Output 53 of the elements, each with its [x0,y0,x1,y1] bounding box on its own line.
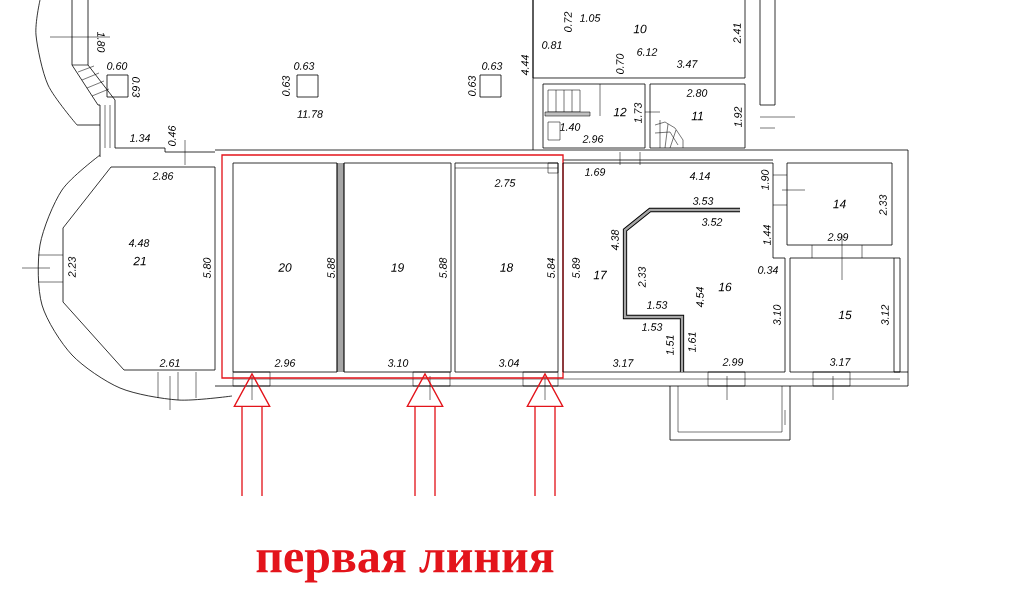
dimension-label: 0.34 [758,266,778,274]
dimension-label: 2.80 [686,89,708,97]
dimension-label: 0.60 [107,62,128,70]
dimension-label: 0.63 [132,77,140,98]
dimension-label: 5.80 [203,257,211,279]
dimension-label: 1.90 [761,169,769,191]
dimension-label: 2.86 [152,172,174,180]
dimension-label: 2.99 [827,233,849,241]
dimension-label: 1.61 [688,332,696,353]
dimension-label: 3.47 [676,60,698,68]
dimension-label: 1.44 [763,225,771,246]
caption-text: первая линия [256,549,554,583]
dimension-label: 2.96 [274,359,296,367]
dimension-label: 1.69 [584,168,606,176]
dimension-label: 3.52 [701,218,723,226]
dimension-label: 2.41 [733,23,741,44]
dimension-label: 1.92 [734,106,742,128]
dimension-label: 6.12 [637,48,658,56]
dimension-label: 1.73 [634,102,642,124]
dimension-label: 2.75 [494,179,516,187]
dimension-label: 2.33 [638,266,646,288]
dimension-label: 1.40 [559,123,581,131]
dimension-label: 0.63 [282,75,290,96]
dimension-label: 4.14 [689,172,710,180]
dimension-label: 11.78 [297,110,323,118]
dimension-label: 3.04 [498,359,519,367]
dimension-label: 5.88 [327,257,335,279]
dimension-label: 5.84 [547,258,555,279]
dimension-label: 3.17 [612,359,634,367]
dimension-label: 0.70 [616,53,624,74]
dimension-label: 0.46 [168,125,176,146]
dimension-label: 4.54 [696,287,704,308]
dimension-label: 0.63 [294,62,315,70]
dimension-label: 3.12 [881,304,889,326]
dimension-label: 1.80 [97,31,105,53]
highlight-frame [221,154,564,379]
dimension-label: 3.17 [829,358,851,366]
dimension-label: 0.81 [542,41,562,49]
dimension-label: 1.53 [641,323,663,331]
dimension-label: 2.23 [68,256,76,278]
dimension-label: 0.63 [482,62,503,70]
dimension-label: 2.61 [159,359,180,367]
dimension-label: 2.33 [879,194,887,216]
dimension-label: 4.48 [128,239,150,247]
dimension-label: 1.51 [666,335,674,356]
dimension-label: 5.88 [439,257,447,279]
dimension-label: 1.53 [646,301,668,309]
dimension-label: 0.72 [564,11,572,32]
dimension-label: 0.63 [468,75,476,96]
dimension-label: 1.05 [579,14,601,22]
dimension-label: 2.96 [582,135,604,143]
dimension-label: 2.99 [722,358,744,366]
dimension-label: 3.10 [387,359,409,367]
